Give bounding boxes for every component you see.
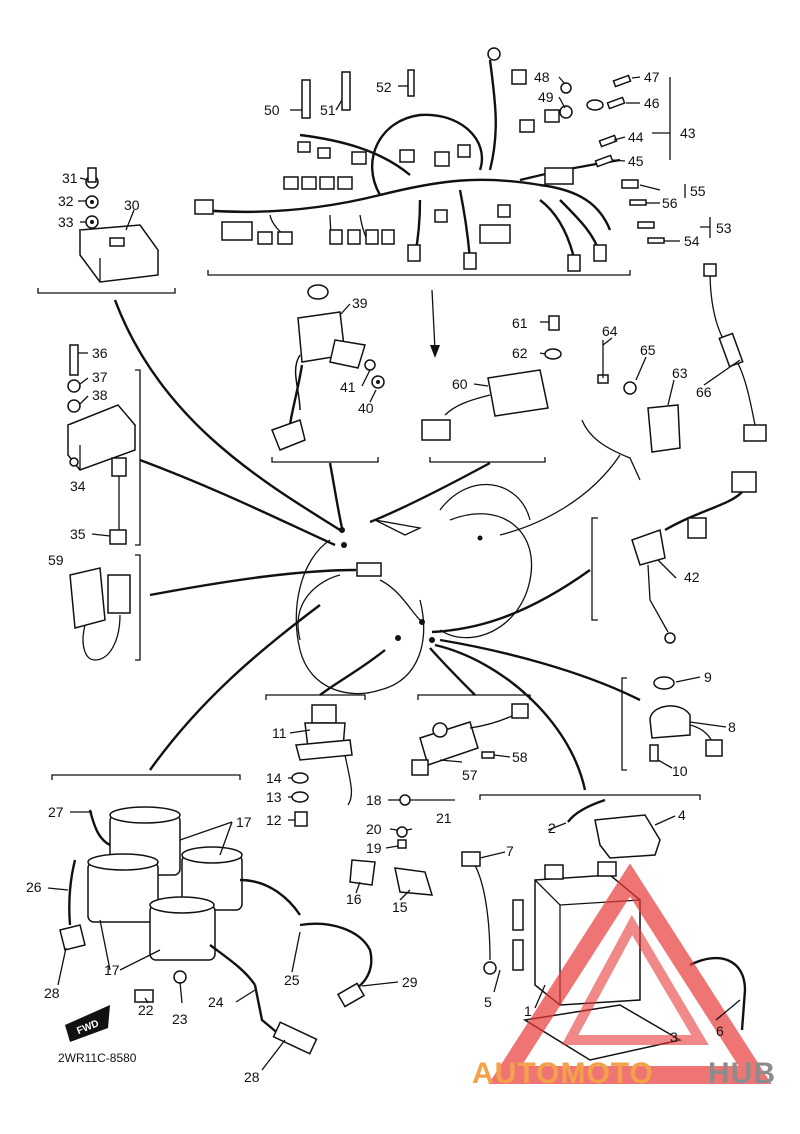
- wire-harness: [194, 47, 621, 272]
- label-leaders: [47, 76, 741, 1071]
- label-63: 63: [672, 365, 688, 381]
- label-21: 21: [436, 810, 452, 826]
- bolts-50-51-52: [301, 69, 415, 119]
- label-38: 38: [92, 387, 108, 403]
- label-17-bottom: 17: [104, 962, 120, 978]
- label-57: 57: [462, 767, 478, 783]
- label-11: 11: [272, 725, 287, 741]
- label-34: 34: [70, 478, 86, 494]
- label-23: 23: [172, 1011, 188, 1027]
- label-55: 55: [690, 183, 706, 199]
- label-61: 61: [512, 315, 528, 331]
- label-17-top: 17: [236, 814, 252, 830]
- label-42: 42: [684, 569, 700, 585]
- label-48: 48: [534, 69, 550, 85]
- terminals-43-56: [560, 74, 665, 244]
- label-59: 59: [48, 552, 64, 568]
- sensors-15-21: [349, 794, 455, 896]
- starter-57: [411, 703, 529, 776]
- fwd-arrow: [65, 1005, 110, 1042]
- label-50: 50: [264, 102, 280, 118]
- label-51: 51: [320, 102, 336, 118]
- label-45: 45: [628, 153, 644, 169]
- label-20: 20: [366, 821, 382, 837]
- label-4: 4: [678, 807, 686, 823]
- label-54: 54: [684, 233, 700, 249]
- control-unit-30: [78, 167, 160, 283]
- label-8: 8: [728, 719, 736, 735]
- label-1: 1: [524, 1003, 532, 1019]
- label-28-bottom: 28: [244, 1069, 260, 1085]
- label-24: 24: [208, 994, 224, 1010]
- label-43: 43: [680, 125, 696, 141]
- label-60: 60: [452, 376, 468, 392]
- label-5: 5: [484, 994, 492, 1010]
- main-switch-39: [271, 284, 385, 451]
- label-52: 52: [376, 79, 392, 95]
- label-65: 65: [640, 342, 656, 358]
- watermark-text-1: AUTOMOTO: [472, 1057, 654, 1090]
- label-18: 18: [366, 792, 382, 808]
- label-56: 56: [662, 195, 678, 211]
- label-47: 47: [644, 69, 660, 85]
- label-13: 13: [266, 789, 282, 805]
- label-39: 39: [352, 295, 368, 311]
- label-3: 3: [670, 1029, 678, 1045]
- label-40: 40: [358, 400, 374, 416]
- label-28-left: 28: [44, 985, 60, 1001]
- label-15: 15: [392, 899, 408, 915]
- label-36: 36: [92, 345, 108, 361]
- label-31: 31: [62, 170, 78, 186]
- label-58: 58: [512, 749, 528, 765]
- watermark-text-2: HUB: [708, 1057, 776, 1090]
- label-30: 30: [124, 197, 140, 213]
- label-29: 29: [402, 974, 418, 990]
- watermark-logo: AUTOMOTO HUB: [472, 863, 776, 1090]
- ignition-coils-17: [59, 806, 373, 1055]
- label-41: 41: [340, 379, 356, 395]
- sender-11: [291, 704, 353, 827]
- label-6: 6: [716, 1023, 724, 1039]
- relay-59: [69, 567, 131, 661]
- label-64: 64: [602, 323, 618, 339]
- label-26: 26: [26, 879, 42, 895]
- switch-42: [631, 471, 757, 644]
- horn-8: [649, 676, 723, 762]
- label-12: 12: [266, 812, 282, 828]
- label-44: 44: [628, 129, 644, 145]
- label-66: 66: [696, 384, 712, 400]
- label-53: 53: [716, 220, 732, 236]
- label-49: 49: [538, 89, 554, 105]
- label-22: 22: [138, 1002, 154, 1018]
- label-16: 16: [346, 891, 362, 907]
- sensor-60: [421, 315, 562, 441]
- label-35: 35: [70, 526, 86, 542]
- label-62: 62: [512, 345, 528, 361]
- label-27: 27: [48, 804, 64, 820]
- label-32: 32: [58, 193, 74, 209]
- leader-lines: [113, 289, 641, 791]
- label-33: 33: [58, 214, 74, 230]
- frame-outline: [295, 483, 533, 695]
- label-46: 46: [644, 95, 660, 111]
- label-2: 2: [548, 820, 556, 836]
- part-labels: 31 32 33 30 36 37 38 34 35 59 39 41 40 5…: [26, 69, 736, 1085]
- label-37: 37: [92, 369, 108, 385]
- label-19: 19: [366, 840, 382, 856]
- label-14: 14: [266, 770, 282, 786]
- label-10: 10: [672, 763, 688, 779]
- label-25: 25: [284, 972, 300, 988]
- label-9: 9: [704, 669, 712, 685]
- diagram-code: 2WR11C-8580: [58, 1051, 137, 1065]
- regulator-34: [66, 344, 137, 545]
- flasher-63: [597, 263, 767, 453]
- label-7: 7: [506, 843, 514, 859]
